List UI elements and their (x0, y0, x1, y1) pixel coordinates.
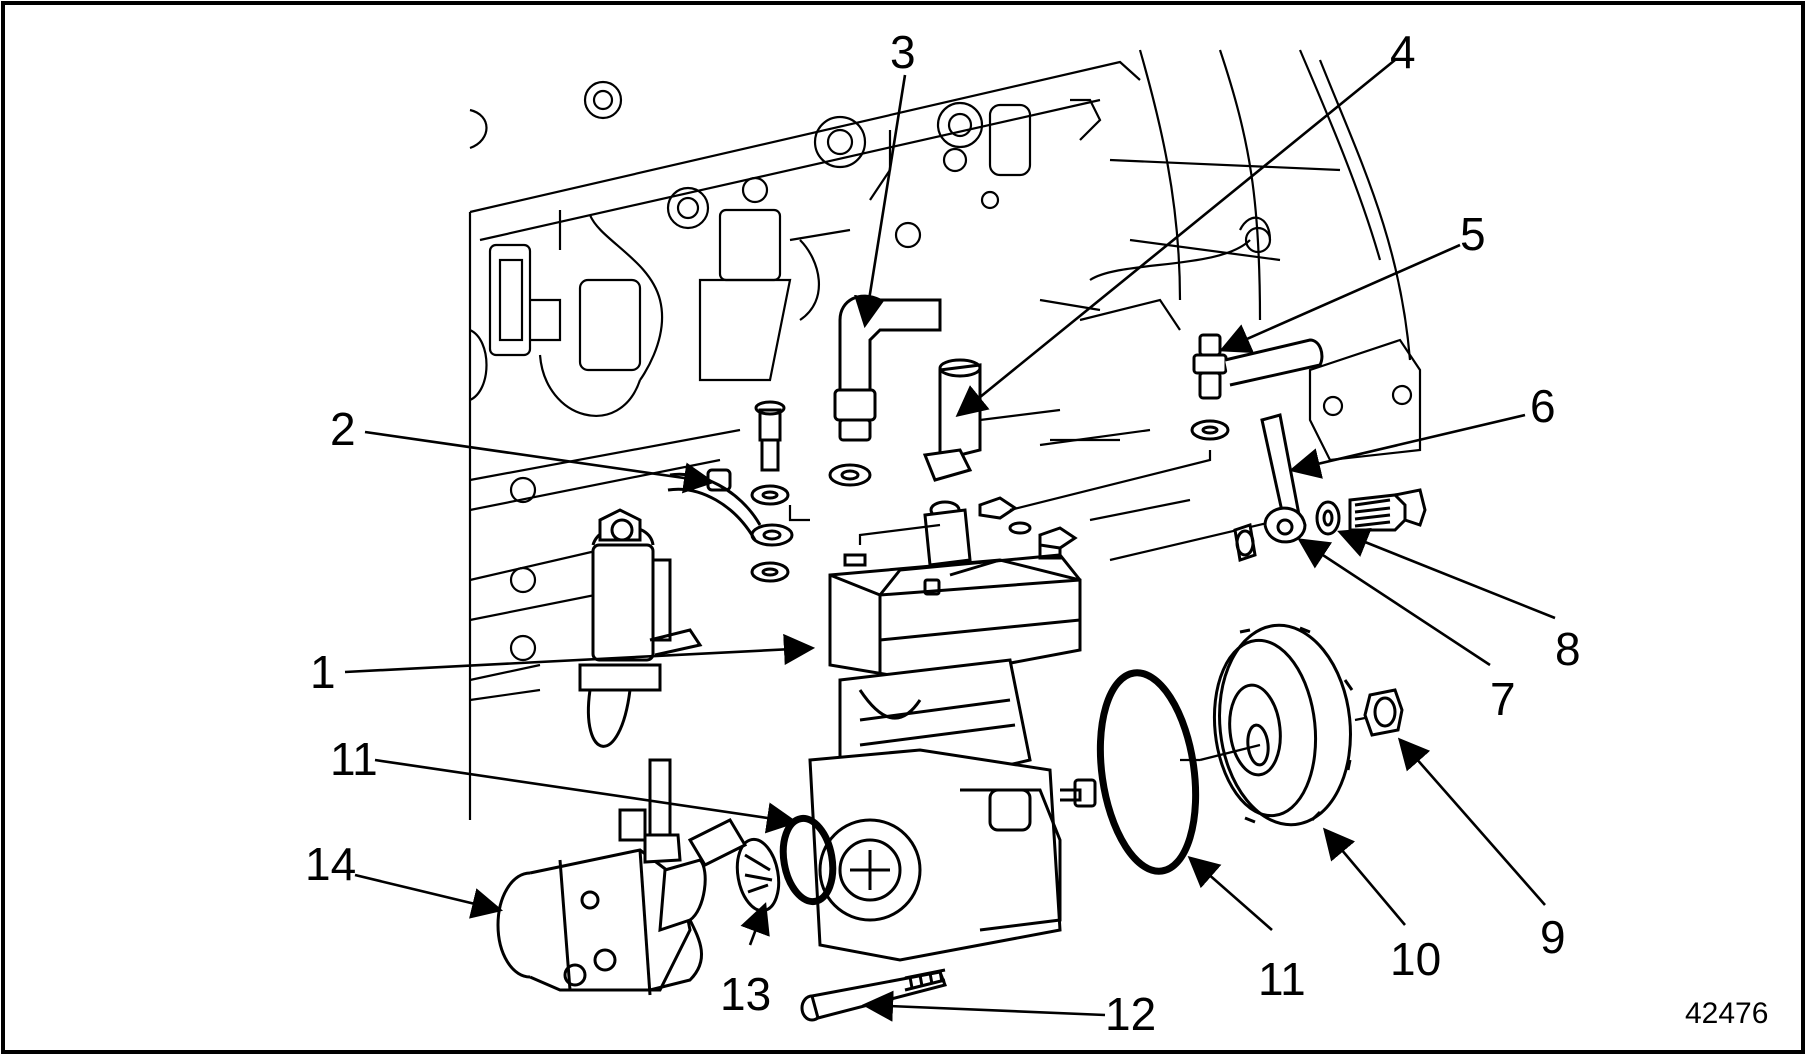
callout-3: 3 (890, 26, 916, 78)
callout-5: 5 (1460, 208, 1486, 260)
leader-1 (344, 633, 816, 674)
callout-11-left: 11 (330, 733, 378, 785)
leader-3 (854, 74, 907, 329)
leader-11-left (374, 758, 799, 834)
callout-7: 7 (1490, 673, 1516, 725)
air-compressor (808, 538, 1097, 962)
head-fittings (667, 294, 1212, 583)
leader-lines (344, 58, 1556, 1022)
solenoid-valve (578, 508, 703, 748)
pump-14 (496, 758, 748, 996)
leader-12 (861, 990, 1106, 1022)
leader-10 (1322, 827, 1406, 926)
callout-2: 2 (330, 403, 356, 455)
leader-4 (955, 58, 1396, 417)
bolt-12 (800, 968, 948, 1022)
callout-9: 9 (1540, 911, 1566, 963)
leader-11-right (1187, 855, 1273, 931)
leader-8 (1337, 527, 1556, 620)
o-ring-large (1096, 669, 1200, 875)
callout-14: 14 (305, 838, 356, 890)
leader-14 (354, 873, 504, 919)
leader-13 (740, 902, 770, 946)
leader-7 (1297, 538, 1491, 667)
engine-block (468, 49, 1422, 820)
nut-9 (1354, 688, 1404, 737)
figure-id-label: 42476 (1685, 997, 1768, 1030)
leader-9 (1397, 737, 1546, 906)
leader-2 (364, 430, 716, 494)
callout-12: 12 (1105, 988, 1156, 1040)
callout-10: 10 (1390, 933, 1441, 985)
bolt-washer-8 (1315, 488, 1427, 536)
leader-6 (1288, 413, 1526, 479)
callout-1: 1 (310, 646, 336, 698)
callout-4: 4 (1390, 26, 1416, 78)
callout-labels: 1 2 3 4 5 6 7 8 9 10 11 12 13 14 11 4247… (305, 26, 1768, 1040)
callout-6: 6 (1530, 380, 1556, 432)
callout-11-right: 11 (1258, 953, 1306, 1005)
fitting-5 (1190, 333, 1324, 441)
callout-13: 13 (720, 968, 771, 1020)
bracket-6-7 (1233, 413, 1307, 562)
callout-8: 8 (1555, 623, 1581, 675)
leader-5 (1219, 243, 1461, 353)
drive-gear (1180, 623, 1354, 827)
o-ring-small (779, 814, 837, 906)
